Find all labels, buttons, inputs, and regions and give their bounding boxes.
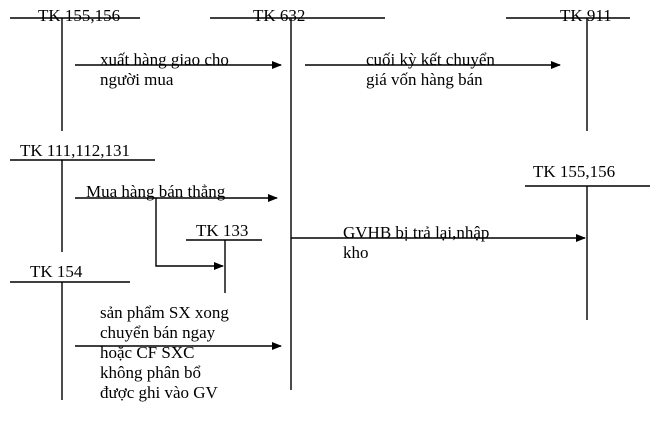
account-label-155-156-top: TK 155,156 [38, 6, 121, 25]
flow-label-transfer-cost: cuối kỳ kết chuyển giá vốn hàng bán [366, 50, 495, 89]
t-account-155-156-right [525, 185, 650, 320]
flow-label-production-sale: sản phẩm SX xong chuyển bán ngay hoặc CF… [100, 303, 229, 402]
account-label-911: TK 911 [560, 6, 612, 25]
account-label-133: TK 133 [196, 221, 249, 240]
t-account-911 [506, 17, 630, 131]
account-label-632: TK 632 [253, 6, 306, 25]
t-account-155-156-top [10, 17, 140, 131]
t-account-154 [10, 281, 130, 400]
account-label-155-156-right: TK 155,156 [533, 162, 616, 181]
flow-label-direct-purchase: Mua hàng bán thẳng [86, 182, 226, 201]
account-label-111-112-131: TK 111,112,131 [20, 141, 131, 160]
t-account-111-112-131 [10, 159, 155, 252]
arrow-vat-133 [155, 198, 224, 270]
flow-label-ship-to-buyer: xuất hàng giao cho người mua [100, 50, 229, 89]
account-label-154: TK 154 [30, 262, 83, 281]
t-account-133 [186, 239, 262, 293]
t-account-632 [210, 17, 385, 390]
flow-label-returned-goods: GVHB bị trả lại,nhập kho [343, 223, 490, 262]
